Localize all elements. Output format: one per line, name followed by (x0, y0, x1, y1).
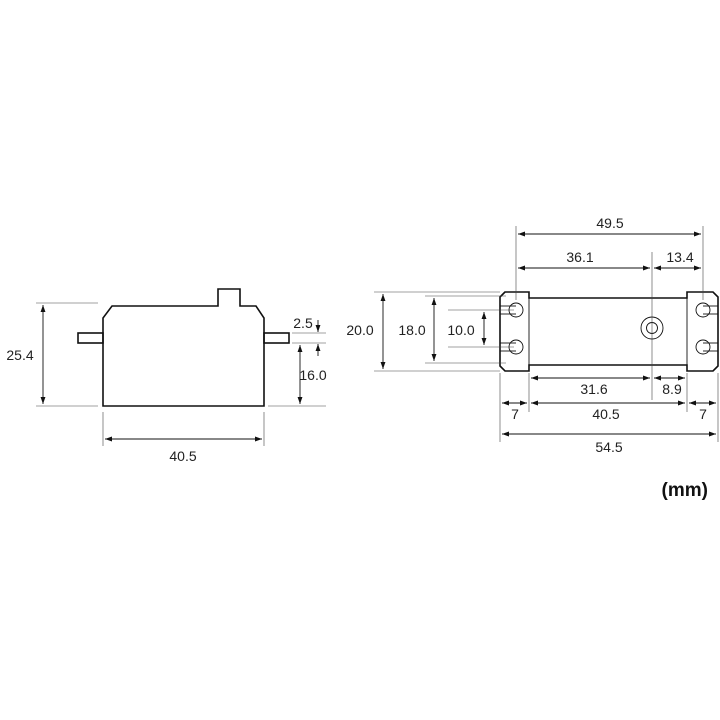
dim-total-width-label: 20.0 (346, 322, 373, 338)
dim-tab-thickness-label: 2.5 (293, 315, 313, 331)
dim-left-tab-label: 7 (511, 406, 519, 422)
servo-bottom-outline (499, 291, 719, 372)
units-label: (mm) (662, 480, 708, 501)
dim-right-tab-label: 7 (699, 406, 707, 422)
side-view: 25.4 2.5 16.0 40.5 (6, 288, 327, 464)
dim-shaft-to-body-end-label: 8.9 (662, 381, 682, 397)
dim-to-shaft-label: 36.1 (566, 249, 593, 265)
dim-body-width-label: 40.5 (592, 406, 619, 422)
right-mounting-tab (263, 332, 290, 344)
dim-overall-length-label: 54.5 (595, 439, 622, 455)
right-top-mount-hole (695, 302, 718, 318)
dim-body-width-label: 40.5 (169, 448, 196, 464)
dim-shaft-to-mount-label: 13.4 (666, 249, 693, 265)
right-bottom-mount-hole (695, 339, 718, 355)
left-mounting-tab (77, 332, 104, 344)
bottom-view: 49.5 36.1 13.4 20.0 18.0 10.0 31.6 8.9 7 (346, 215, 719, 455)
dim-tab-height-label: 16.0 (299, 367, 326, 383)
dim-height-label: 25.4 (6, 347, 33, 363)
servo-side-outline (102, 288, 265, 407)
dim-hole-spacing-label: 10.0 (447, 322, 474, 338)
dim-outer-hole-span-label: 18.0 (398, 322, 425, 338)
dim-mount-spacing-label: 49.5 (596, 215, 623, 231)
dim-body-to-shaft-label: 31.6 (580, 381, 607, 397)
